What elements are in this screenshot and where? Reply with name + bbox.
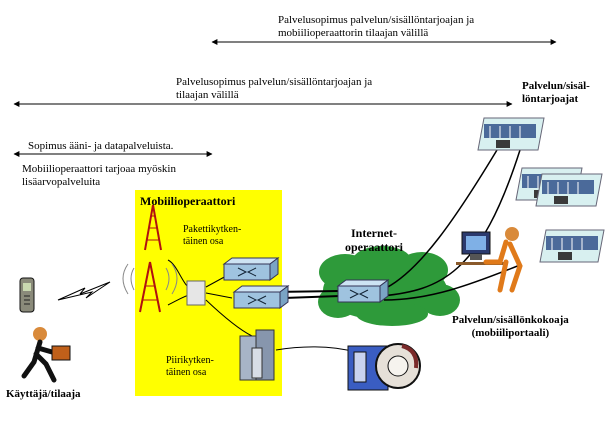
provider-building-icon <box>477 117 545 151</box>
internet-switch-icon <box>336 279 390 303</box>
portal-operator-computer-icon <box>456 227 523 293</box>
internet-operator-label: Internet- operaattori <box>345 226 403 254</box>
circuit-switched-label: Piirikytken- täinen osa <box>166 355 214 378</box>
operator-title: Mobiilioperaattori <box>140 194 236 208</box>
value-added-note: Mobiilioperaattori tarjoaa myöskin lisäa… <box>22 163 176 188</box>
packet-switch-icon <box>232 285 290 309</box>
antenna-tower-icon <box>122 261 178 313</box>
radio-link-icon <box>57 281 111 301</box>
providers-label: Palvelun/sisäl- löntarjoajat <box>522 80 590 105</box>
mobile-phone-icon <box>19 277 35 313</box>
left-contract-label: Sopimus ääni- ja datapalveluista. <box>28 140 174 152</box>
base-station-tower-icon <box>144 204 162 251</box>
aggregator-label: Palvelun/sisällönkokoaja (mobiiliportaal… <box>452 314 569 339</box>
provider-building-icon <box>535 173 603 207</box>
circuit-switch-server-icon <box>239 329 275 381</box>
top-contract-label: Palvelusopimus palvelun/sisällöntarjoaja… <box>278 14 475 39</box>
provider-building-icon <box>539 229 605 263</box>
controller-unit-icon <box>186 280 206 306</box>
user-label: Käyttäjä/tilaaja <box>6 388 81 400</box>
packet-switch-icon <box>222 257 280 281</box>
fixed-phone-icon <box>347 343 421 391</box>
packet-switched-label: Pakettikytken- täinen osa <box>183 224 242 247</box>
walking-user-icon <box>21 327 71 383</box>
middle-contract-label: Palvelusopimus palvelun/sisällöntarjoaja… <box>176 76 373 101</box>
